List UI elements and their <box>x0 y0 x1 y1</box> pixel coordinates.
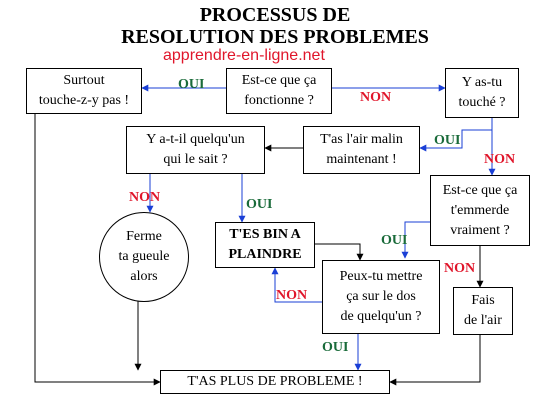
label-non-ferme: NON <box>129 190 161 205</box>
edge-emmerde-to-dos <box>401 221 430 259</box>
label-non-faisair: NON <box>444 261 476 276</box>
diagram-title-line2: RESOLUTION DES PROBLEMES <box>121 26 429 48</box>
diagram-title-line1: PROCESSUS DE <box>199 4 351 26</box>
node-plusprobleme: T'AS PLUS DE PROBLEME ! <box>160 370 390 394</box>
edge-faisair-to-plusprobleme <box>389 334 481 386</box>
label-oui-malin: OUI <box>434 133 461 148</box>
label-non-touche: NON <box>360 90 392 105</box>
node-emmerde: Est-ce que ça t'emmerde vraiment ? <box>430 175 530 246</box>
label-oui-plusprobleme: OUI <box>322 340 349 355</box>
node-faisair: Fais de l'air <box>453 287 513 335</box>
label-non-plaindre: NON <box>276 288 308 303</box>
node-quelquun: Y a-t-il quelqu'un qui le sait ? <box>126 126 265 174</box>
node-surtout: Surtout touche-z-y pas ! <box>26 68 142 114</box>
label-oui-surtout: OUI <box>178 77 205 92</box>
edge-dos-to-plaindre <box>271 267 322 303</box>
edge-surtout-to-plusprobleme <box>34 114 161 386</box>
label-oui-plaindre: OUI <box>246 197 273 212</box>
watermark: apprendre-en-ligne.net <box>163 47 325 64</box>
label-oui-dos: OUI <box>381 233 408 248</box>
node-fonctionne: Est-ce que ça fonctionne ? <box>226 68 332 114</box>
node-malin: T'as l'air malin maintenant ! <box>303 126 420 174</box>
node-plaindre: T'ES BIN A PLAINDRE <box>215 222 315 268</box>
node-dos: Peux-tu mettre ça sur le dos de quelqu'u… <box>322 260 440 334</box>
edge-plaindre-to-dos <box>315 243 364 261</box>
node-ferme: Ferme ta gueule alors <box>99 212 189 302</box>
node-touche: Y as-tu touché ? <box>445 68 519 118</box>
label-non-emmerde: NON <box>484 152 516 167</box>
